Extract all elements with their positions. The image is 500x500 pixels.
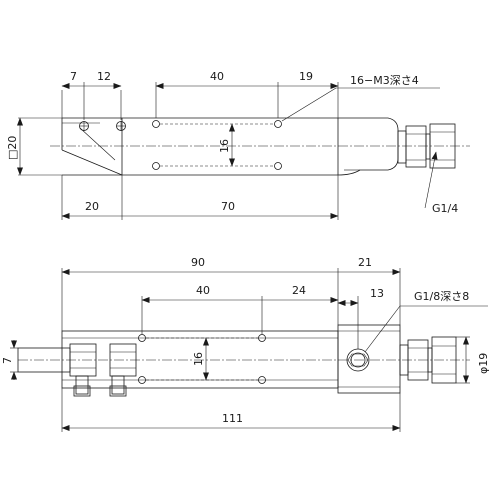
front-port-callout — [364, 305, 488, 353]
front-dim-24-label: 24 — [292, 284, 306, 297]
top-dim-70-label: 70 — [221, 200, 235, 213]
front-dim-90-21 — [61, 268, 401, 331]
top-fitting — [397, 123, 456, 169]
front-dim-90-label: 90 — [191, 256, 205, 269]
top-dim-40-19 — [155, 82, 339, 118]
top-dim-square20 — [17, 117, 62, 176]
front-dim-40-label: 40 — [196, 284, 210, 297]
top-port-callout-label: G1/4 — [432, 202, 458, 215]
top-port-callout — [424, 151, 438, 209]
top-thread-callout-label: 16−M3深さ4 — [350, 74, 419, 87]
top-tapped-holes — [152, 120, 282, 170]
top-view: 7 12 40 19 16−M3深さ4 16 □20 — [6, 70, 470, 220]
front-dim-phi19-label: φ19 — [477, 353, 490, 374]
front-body-outline — [61, 324, 401, 394]
front-dim-21-label: 21 — [358, 256, 372, 269]
front-dim-7-label: 7 — [1, 357, 14, 364]
top-thread-callout — [281, 87, 440, 122]
front-fitting — [399, 336, 457, 384]
top-slot-holes — [79, 121, 126, 131]
front-dim-13-label: 13 — [370, 287, 384, 300]
front-dim-40-24 — [141, 296, 339, 334]
top-body-outline — [61, 117, 399, 176]
top-dim-7-label: 7 — [70, 70, 77, 83]
top-dim-16-label: 16 — [218, 139, 231, 153]
top-dim-20-label: 20 — [85, 200, 99, 213]
top-dim-square20-label: □20 — [6, 136, 19, 160]
front-dim-16-label: 16 — [192, 352, 205, 366]
front-dim-7 — [10, 340, 18, 380]
top-dim-40-label: 40 — [210, 70, 224, 83]
top-dim-20-70 — [61, 175, 339, 220]
front-dim-13 — [337, 296, 359, 349]
top-dim-7-12 — [61, 82, 122, 120]
front-tapped-holes — [138, 334, 266, 384]
front-dim-111 — [61, 388, 401, 432]
front-view: 90 21 40 24 13 G1/8深さ8 16 — [1, 256, 490, 432]
top-dim-19-label: 19 — [299, 70, 313, 83]
top-dim-12-label: 12 — [97, 70, 111, 83]
front-dim-111-label: 111 — [222, 412, 243, 425]
front-port-callout-label: G1/8深さ8 — [414, 290, 469, 303]
front-dim-phi19 — [456, 336, 470, 384]
